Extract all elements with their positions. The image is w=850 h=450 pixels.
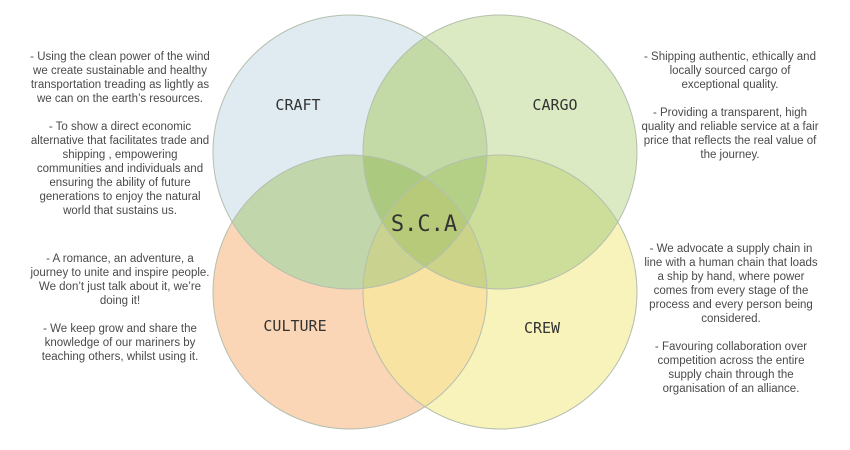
craft-label: CRAFT xyxy=(275,96,320,114)
crew-label: CREW xyxy=(524,319,561,337)
crew-text-1: - We advocate a supply chain in line wit… xyxy=(644,243,818,325)
craft-text-1: - Using the clean power of the wind we c… xyxy=(30,51,210,105)
craft-crew-overlap xyxy=(363,155,487,289)
cargo-label: CARGO xyxy=(532,96,577,114)
culture-text-1: - A romance, an adventure, a journey to … xyxy=(30,253,210,307)
circle-outlines xyxy=(212,14,638,430)
cargo-text-1: - Shipping authentic, ethically and loca… xyxy=(644,51,816,91)
craft-description: - Using the clean power of the wind we c… xyxy=(30,50,210,218)
center-label: S.C.A xyxy=(391,212,457,237)
crew-text-2: - Favouring collaboration over competiti… xyxy=(654,341,808,395)
cargo-description: - Shipping authentic, ethically and loca… xyxy=(640,50,820,162)
cargo-text-2: - Providing a transparent, high quality … xyxy=(641,107,819,161)
culture-text-2: - We keep grow and share the knowledge o… xyxy=(41,323,199,363)
craft-text-2: - To show a direct economic alternative … xyxy=(30,121,210,217)
culture-crew-overlap xyxy=(363,155,487,429)
crew-description: - We advocate a supply chain in line wit… xyxy=(640,242,822,396)
cargo-culture-overlap xyxy=(363,155,487,289)
culture-description: - A romance, an adventure, a journey to … xyxy=(28,252,212,364)
culture-label: CULTURE xyxy=(263,317,326,335)
